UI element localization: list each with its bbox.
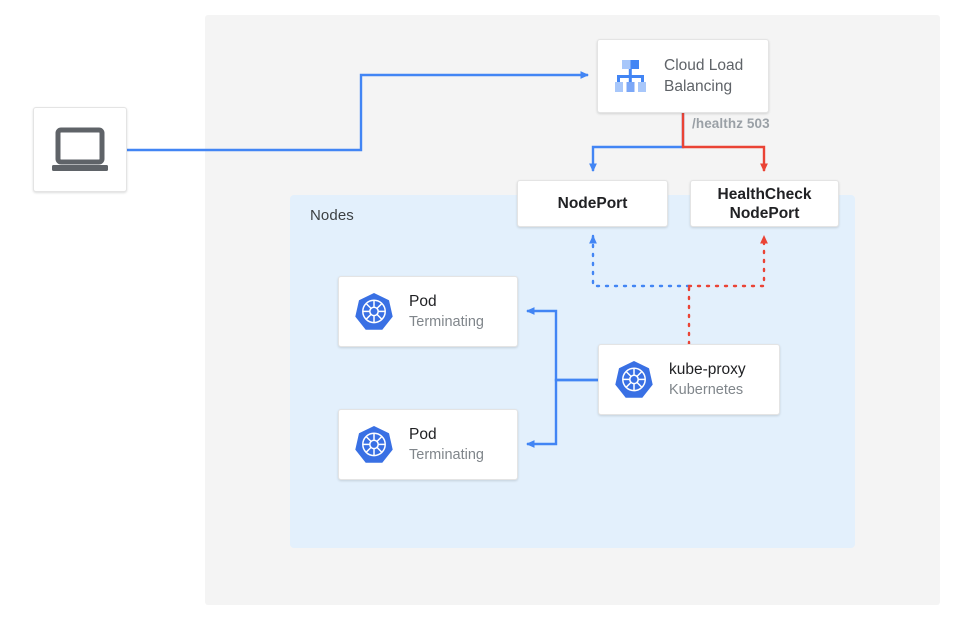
- healthcheck-nodeport-label-line1: HealthCheck: [717, 185, 812, 203]
- kube-proxy-title: kube-proxy: [669, 360, 746, 378]
- kube-proxy-card[interactable]: kube-proxy Kubernetes: [598, 344, 780, 415]
- nodeport-label: NodePort: [557, 195, 628, 212]
- nodeport-card[interactable]: NodePort: [517, 180, 668, 227]
- pod-title-2: Pod: [409, 425, 437, 443]
- cloud-load-balancing-card[interactable]: Cloud Load Balancing: [597, 39, 769, 113]
- laptop-icon: [52, 127, 108, 171]
- kubernetes-icon: [615, 360, 653, 398]
- pod-title-1: Pod: [409, 292, 437, 310]
- pod-card-1[interactable]: Pod Terminating: [338, 276, 518, 347]
- client-device-card[interactable]: [33, 107, 127, 192]
- healthcheck-nodeport-label-line2: NodePort: [729, 204, 800, 222]
- pod-status-2: Terminating: [409, 446, 484, 463]
- pod-status-1: Terminating: [409, 313, 484, 330]
- cloud-load-balancing-icon: [615, 60, 646, 92]
- pod-card-2[interactable]: Pod Terminating: [338, 409, 518, 480]
- clb-label-line2: Balancing: [664, 78, 733, 95]
- healthcheck-nodeport-card[interactable]: HealthCheck NodePort: [690, 180, 839, 227]
- clb-label-line1: Cloud Load: [664, 57, 744, 74]
- kubernetes-icon: [355, 425, 393, 463]
- nodes-panel-label: Nodes: [310, 207, 354, 224]
- healthz-status-label: /healthz 503: [692, 116, 770, 131]
- kube-proxy-subtitle: Kubernetes: [669, 381, 744, 398]
- kubernetes-icon: [355, 292, 393, 330]
